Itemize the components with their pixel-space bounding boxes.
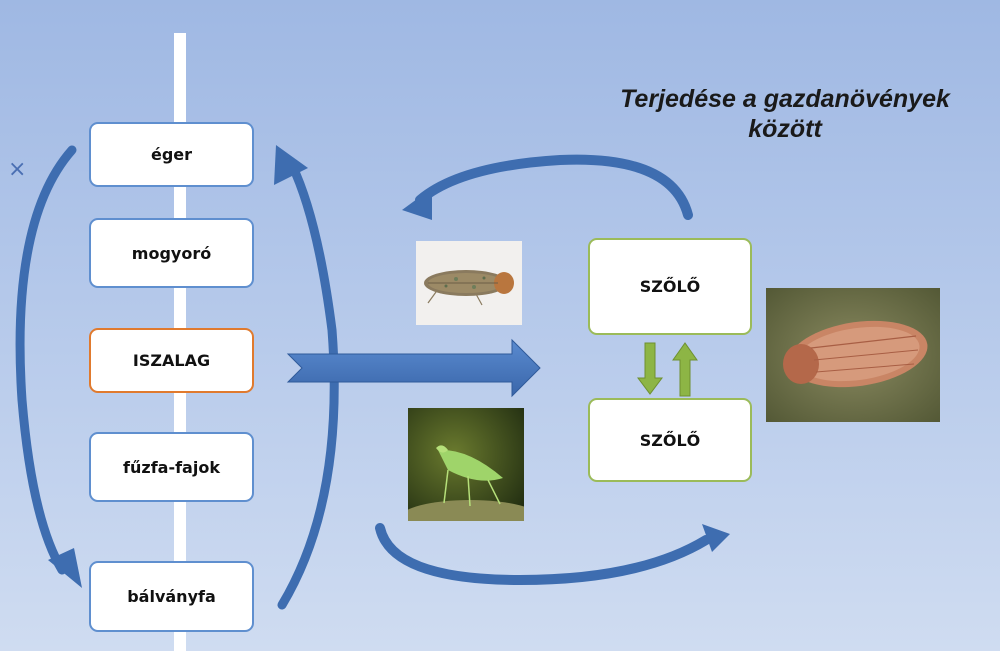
plant-box-mogyoro: mogyoró (89, 218, 254, 288)
curved-arrow-top (402, 154, 693, 220)
plant-label-eger: éger (150, 145, 193, 164)
plant-label-balvanyfa: bálványfa (127, 587, 216, 606)
vine-box-top: SZŐLŐ (588, 238, 752, 335)
leafhopper-dorsal-image (416, 241, 522, 325)
plant-label-iszalag: ISZALAG (132, 351, 211, 370)
curved-arrow-bottom (375, 523, 730, 586)
curved-arrow-right-up (274, 145, 339, 610)
diagram-title: Terjedése a gazdanövények között (585, 84, 985, 144)
plant-label-mogyoro: mogyoró (131, 243, 212, 263)
plant-box-fuzfa: fűzfa-fajok (89, 432, 254, 502)
cross-mark-icon: × (8, 157, 27, 182)
green-leafhopper-image (408, 408, 524, 521)
green-leafhopper-photo (408, 408, 524, 521)
vine-label-bottom: SZŐLŐ (639, 430, 701, 450)
leafhopper-dorsal-photo (416, 241, 522, 325)
plant-label-fuzfa: fűzfa-fajok (123, 457, 220, 477)
green-down-arrow (637, 342, 663, 395)
curved-arrow-left-down (15, 145, 82, 588)
brown-leafhopper-image (766, 288, 940, 422)
vine-box-bottom: SZŐLŐ (588, 398, 752, 482)
plant-box-eger: éger (89, 122, 254, 187)
title-line-2: között (748, 115, 822, 143)
plant-box-iszalag: ISZALAG (89, 328, 254, 393)
vine-label-top: SZŐLŐ (639, 277, 701, 296)
title-line-1: Terjedése a gazdanövények (620, 85, 950, 113)
big-horizontal-arrow (286, 338, 541, 398)
plant-box-balvanyfa: bálványfa (89, 561, 254, 632)
brown-leafhopper-photo (766, 288, 940, 422)
green-up-arrow (672, 342, 698, 397)
